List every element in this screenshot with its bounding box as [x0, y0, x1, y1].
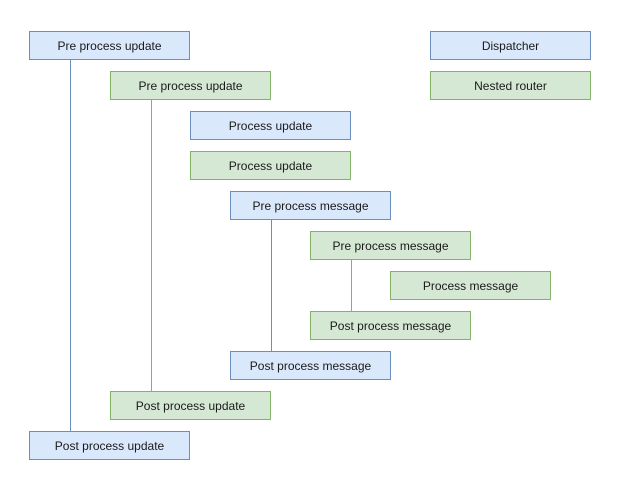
node-box[interactable]: Pre process update — [29, 31, 190, 60]
node-box[interactable]: Post process update — [110, 391, 271, 420]
node-box[interactable]: Process update — [190, 151, 351, 180]
node-label: Pre process update — [57, 38, 162, 53]
node-label: Pre process message — [252, 198, 369, 213]
legend-nested-router[interactable]: Nested router — [430, 71, 591, 100]
node-label: Process update — [228, 158, 313, 173]
node-label: Process message — [422, 278, 519, 293]
connector-n6-to-n8 — [351, 260, 352, 311]
node-box[interactable]: Post process message — [310, 311, 471, 340]
node-label: Process update — [228, 118, 313, 133]
node-label: Post process update — [135, 398, 246, 413]
node-box[interactable]: Post process message — [230, 351, 391, 380]
connector-n2-to-n10 — [151, 100, 152, 391]
node-label: Post process update — [54, 438, 165, 453]
connector-n5-to-n9 — [271, 220, 272, 351]
node-box[interactable]: Process message — [390, 271, 551, 300]
node-box[interactable]: Process update — [190, 111, 351, 140]
node-label: Post process message — [329, 318, 452, 333]
node-box[interactable]: Pre process message — [230, 191, 391, 220]
legend-label: Nested router — [474, 78, 547, 93]
node-label: Pre process update — [138, 78, 243, 93]
node-label: Pre process message — [332, 238, 449, 253]
legend-dispatcher[interactable]: Dispatcher — [430, 31, 591, 60]
node-label: Post process message — [249, 358, 372, 373]
connector-n1-to-n11 — [70, 60, 71, 431]
node-box[interactable]: Pre process message — [310, 231, 471, 260]
legend-label: Dispatcher — [481, 38, 540, 53]
node-box[interactable]: Post process update — [29, 431, 190, 460]
node-box[interactable]: Pre process update — [110, 71, 271, 100]
